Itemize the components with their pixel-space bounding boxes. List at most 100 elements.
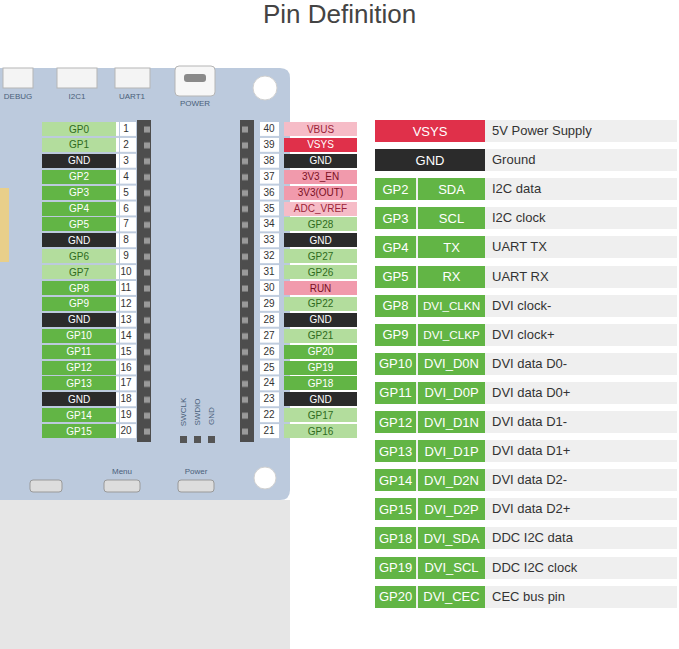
pin-box: GND [42, 392, 116, 406]
pin-label: GP4 [69, 203, 89, 214]
pin-number: 37 [263, 172, 274, 182]
signal-cell: DVI_D2P [418, 498, 485, 520]
pin-number: 3 [123, 156, 129, 166]
pin-number: 30 [263, 283, 274, 293]
silkscreen-label: POWER [180, 100, 210, 108]
pin-box: GP18 [284, 376, 357, 390]
pin-number: 6 [123, 204, 129, 214]
pin-box: GP16 [284, 424, 357, 438]
pin-box: ADC_VREF [284, 202, 357, 216]
signal-cell: DVI_SCL [418, 557, 485, 579]
pin-number: 12 [120, 299, 131, 309]
pin-box: GP19 [284, 361, 357, 375]
pcb-board [0, 68, 290, 500]
pin-box: GP4 [42, 202, 116, 216]
pin-label: GND [309, 235, 331, 246]
signal-name: DVI_D1N [424, 415, 479, 430]
signal-name: GP15 [379, 502, 412, 517]
pin-box: GND [42, 154, 116, 168]
pin-box: GP2 [42, 170, 116, 184]
pin-label: 3V3(OUT) [298, 187, 344, 198]
description: DVI data D2- [492, 469, 567, 491]
pin-label: GP1 [69, 139, 89, 150]
table-row: DDC I2C dataGP18DVI_SDA [375, 527, 677, 549]
silkscreen-label: DEBUG [4, 93, 32, 101]
description: DDC I2C clock [492, 557, 577, 579]
pin-box: GP9 [42, 297, 116, 311]
pin-number: 39 [263, 140, 274, 150]
pin-number: 4 [123, 172, 129, 182]
description: DVI data D1- [492, 411, 567, 433]
pin-box: GP7 [42, 265, 116, 279]
pin-label: GND [68, 394, 90, 405]
signal-name: GP5 [382, 269, 408, 284]
pin-box: GND [284, 392, 357, 406]
pin-label: GP6 [69, 251, 89, 262]
signal-cell: DVI_D1N [418, 411, 485, 433]
signal-name: GP20 [379, 589, 412, 604]
pin-box: GP6 [42, 249, 116, 263]
pin-box: GP11 [42, 345, 116, 359]
description: DVI clock- [492, 295, 551, 317]
table-row: DVI clock+GP9DVI_CLKP [375, 324, 677, 346]
table-row: DVI clock-GP8DVI_CLKN [375, 295, 677, 317]
pin-box: GP20 [284, 345, 357, 359]
pin-label: VBUS [307, 124, 334, 135]
pin-label: GP18 [308, 378, 334, 389]
signal-name: GP2 [382, 182, 408, 197]
pin-box: GP15 [42, 424, 116, 438]
button [30, 480, 62, 492]
pin-label: 3V3_EN [302, 171, 339, 182]
pin-box: GP21 [284, 329, 357, 343]
pin-box: GP1 [42, 138, 116, 152]
description: UART RX [492, 266, 549, 288]
pin-number: 7 [123, 219, 129, 229]
table-row: DVI data D1-GP12DVI_D1N [375, 411, 677, 433]
signal-name: SCL [439, 211, 464, 226]
silkscreen-label: Power [185, 468, 208, 476]
description: DVI data D2+ [492, 498, 570, 520]
pin-label: GP17 [308, 410, 334, 421]
pin-label: GP15 [66, 426, 92, 437]
signal-cell: GP18 [375, 527, 416, 549]
silkscreen-label: I2C1 [69, 93, 86, 101]
pin-label: GP5 [69, 219, 89, 230]
signal-cell: DVI_SDA [418, 527, 485, 549]
signal-cell: GP8 [375, 295, 416, 317]
signal-name: GP3 [382, 211, 408, 226]
pin-number: 40 [263, 124, 274, 134]
pin-label: GP3 [69, 187, 89, 198]
pin-label: GND [68, 314, 90, 325]
silkscreen-label: UART1 [119, 93, 145, 101]
table-row: I2C clock GP3 SCL [375, 207, 677, 229]
signal-name: DVI_CLKP [423, 328, 480, 341]
pin-number: 5 [123, 188, 129, 198]
pin-number: 18 [120, 394, 131, 404]
pin-label: GP19 [308, 362, 334, 373]
signal-cell: SCL [418, 207, 485, 229]
pin-number: 25 [263, 363, 274, 373]
description: I2C data [492, 178, 541, 200]
pin-label: GND [68, 235, 90, 246]
mount-hole [254, 467, 276, 489]
description: I2C clock [492, 207, 545, 229]
signal-name: GND [416, 153, 445, 168]
pin-number: 26 [263, 347, 274, 357]
pin-number: 29 [263, 299, 274, 309]
signal-name: GP14 [379, 473, 412, 488]
table-row: DVI data D2+ GP15 DVI_D2P [375, 498, 677, 520]
signal-name: GP18 [379, 531, 412, 546]
signal-name: DVI_SDA [424, 531, 480, 546]
table-row: DDC I2C clock GP19DVI_SCL [375, 557, 677, 579]
table-row: GroundGND [375, 149, 677, 171]
pin-number: 2 [123, 140, 129, 150]
number-pads [116, 122, 136, 440]
pin-box: GP22 [284, 297, 357, 311]
pin-box: RUN [284, 281, 357, 295]
signal-name: DVI_D0P [424, 385, 478, 400]
pin-number: 38 [263, 156, 274, 166]
signal-cell: GP19 [375, 557, 416, 579]
pin-box: GP8 [42, 281, 116, 295]
signal-cell: GND [375, 149, 485, 171]
